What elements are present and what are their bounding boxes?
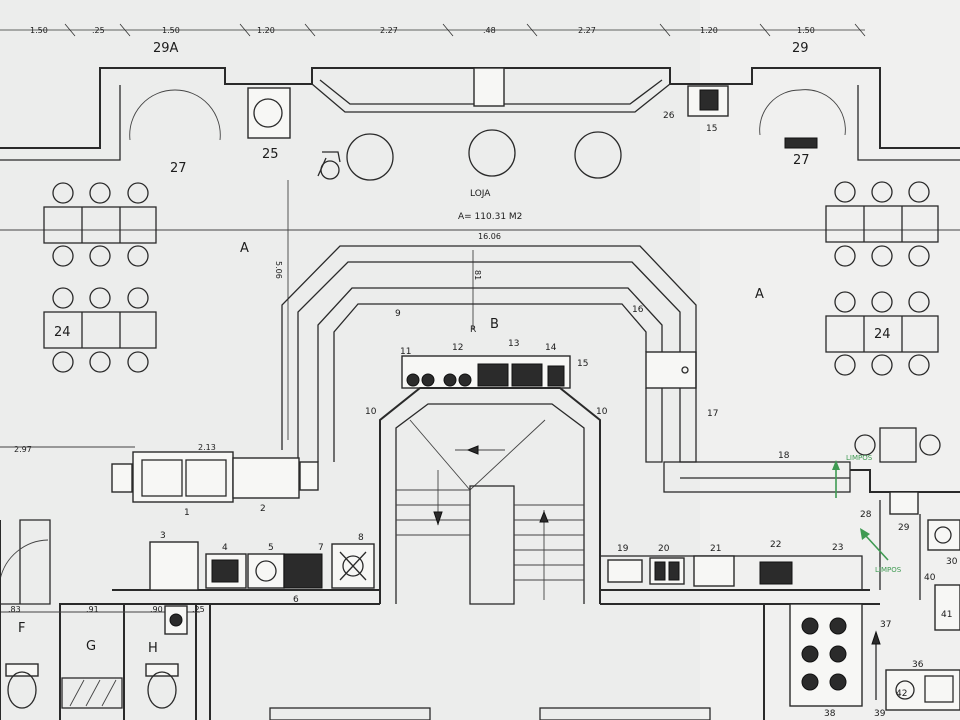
label-29: 29 — [898, 523, 910, 533]
right-annex — [789, 469, 960, 711]
dim-wc-right: .90 — [150, 605, 163, 614]
dim-top-2: .25 — [92, 26, 105, 35]
label-15: 15 — [577, 359, 588, 369]
label-40: 40 — [924, 573, 936, 583]
dim-top-7: 2.27 — [578, 26, 596, 35]
label-23: 23 — [832, 543, 843, 553]
label-19: 19 — [617, 544, 629, 554]
bottom-structure — [0, 519, 765, 720]
dim-wc-small: .25 — [192, 605, 205, 614]
dim-counter-width: 2.13 — [198, 443, 216, 452]
label-22: 22 — [770, 540, 781, 550]
label-38: 38 — [824, 709, 836, 719]
round-table-1 — [346, 133, 394, 181]
dim-top-5: 2.27 — [380, 26, 398, 35]
label-18: 18 — [778, 451, 790, 461]
appliance-25 — [247, 87, 291, 139]
round-table-3 — [574, 131, 622, 179]
label-14: 14 — [545, 343, 557, 353]
bar-equipment-row — [401, 355, 571, 389]
label-30: 30 — [946, 557, 958, 567]
zone-f: F — [18, 621, 25, 636]
room-name: LOJA — [470, 189, 491, 199]
back-kitchen-counter — [112, 541, 380, 605]
label-3: 3 — [160, 531, 166, 541]
label-12: 12 — [452, 343, 463, 353]
label-24-left: 24 — [54, 325, 71, 340]
staircase-core — [379, 387, 601, 605]
zone-a-right: A — [755, 287, 764, 302]
label-37: 37 — [880, 620, 891, 630]
label-39: 39 — [874, 709, 886, 719]
label-r: R — [470, 325, 476, 335]
dim-top-9: 1.50 — [797, 26, 815, 35]
label-7: 7 — [318, 543, 324, 553]
flow-label-bottom: LIMPOS — [875, 566, 902, 574]
dim-wc-left: .83 — [8, 605, 21, 614]
label-27-left: 27 — [170, 161, 187, 176]
entrance-label-29a: 29A — [153, 41, 179, 56]
label-42: 42 — [896, 689, 907, 699]
label-24-right: 24 — [874, 327, 891, 342]
zone-a-left: A — [240, 241, 249, 256]
label-13: 13 — [508, 339, 519, 349]
right-kitchen-counter — [599, 461, 880, 605]
left-service-counter — [111, 451, 319, 503]
zone-g: G — [86, 639, 96, 654]
dim-top-3: 1.50 — [162, 26, 180, 35]
label-26: 26 — [663, 111, 675, 121]
label-6: 6 — [293, 595, 299, 605]
dim-left-depth: 5.06 — [274, 261, 283, 279]
wheelchair-icon — [317, 151, 341, 180]
label-21: 21 — [710, 544, 721, 554]
dim-top-8: 1.20 — [700, 26, 718, 35]
right-dining-tables — [825, 181, 941, 463]
left-dining-tables — [43, 182, 157, 373]
bar-counter — [281, 245, 697, 463]
label-41: 41 — [941, 610, 952, 620]
dim-width-total: 16.06 — [478, 232, 501, 241]
label-8: 8 — [358, 533, 364, 543]
item-27-right — [784, 137, 818, 149]
label-9: 9 — [395, 309, 401, 319]
label-27-right: 27 — [793, 153, 810, 168]
zone-h: H — [148, 641, 158, 656]
flow-label-top: LIMPOS — [846, 454, 873, 462]
dim-center-depth: 81 — [473, 270, 482, 280]
toilet-h — [145, 663, 179, 709]
facade-wall — [0, 67, 960, 161]
appliance-26-grill — [699, 89, 719, 111]
top-dimension-chain: 1.50 .25 1.50 1.20 2.27 .48 2.27 1.20 1.… — [0, 23, 866, 37]
label-4: 4 — [222, 543, 228, 553]
label-2: 2 — [260, 504, 266, 514]
dim-wc-mid: .91 — [86, 605, 99, 614]
label-11: 11 — [400, 347, 411, 357]
label-10-right: 10 — [596, 407, 608, 417]
label-15-top: 15 — [706, 124, 717, 134]
appliance-25-drum — [253, 98, 283, 128]
label-28: 28 — [860, 510, 872, 520]
entrance-label-29: 29 — [792, 41, 809, 56]
dim-top-4: 1.20 — [257, 26, 275, 35]
label-25: 25 — [262, 147, 279, 162]
zone-b: B — [490, 317, 499, 332]
dim-top-1: 1.50 — [30, 26, 48, 35]
label-10-left: 10 — [365, 407, 377, 417]
toilet-f — [5, 663, 39, 709]
label-16: 16 — [632, 305, 644, 315]
label-36: 36 — [912, 660, 924, 670]
dim-top-6: .48 — [483, 26, 496, 35]
room-area: A= 110.31 M2 — [458, 212, 522, 222]
round-table-2 — [468, 129, 516, 177]
label-5: 5 — [268, 543, 274, 553]
dim-left-side: 2.97 — [14, 445, 32, 454]
label-17: 17 — [707, 409, 718, 419]
label-20: 20 — [658, 544, 670, 554]
label-1: 1 — [184, 508, 190, 518]
clean-flow-arrows — [832, 460, 889, 561]
